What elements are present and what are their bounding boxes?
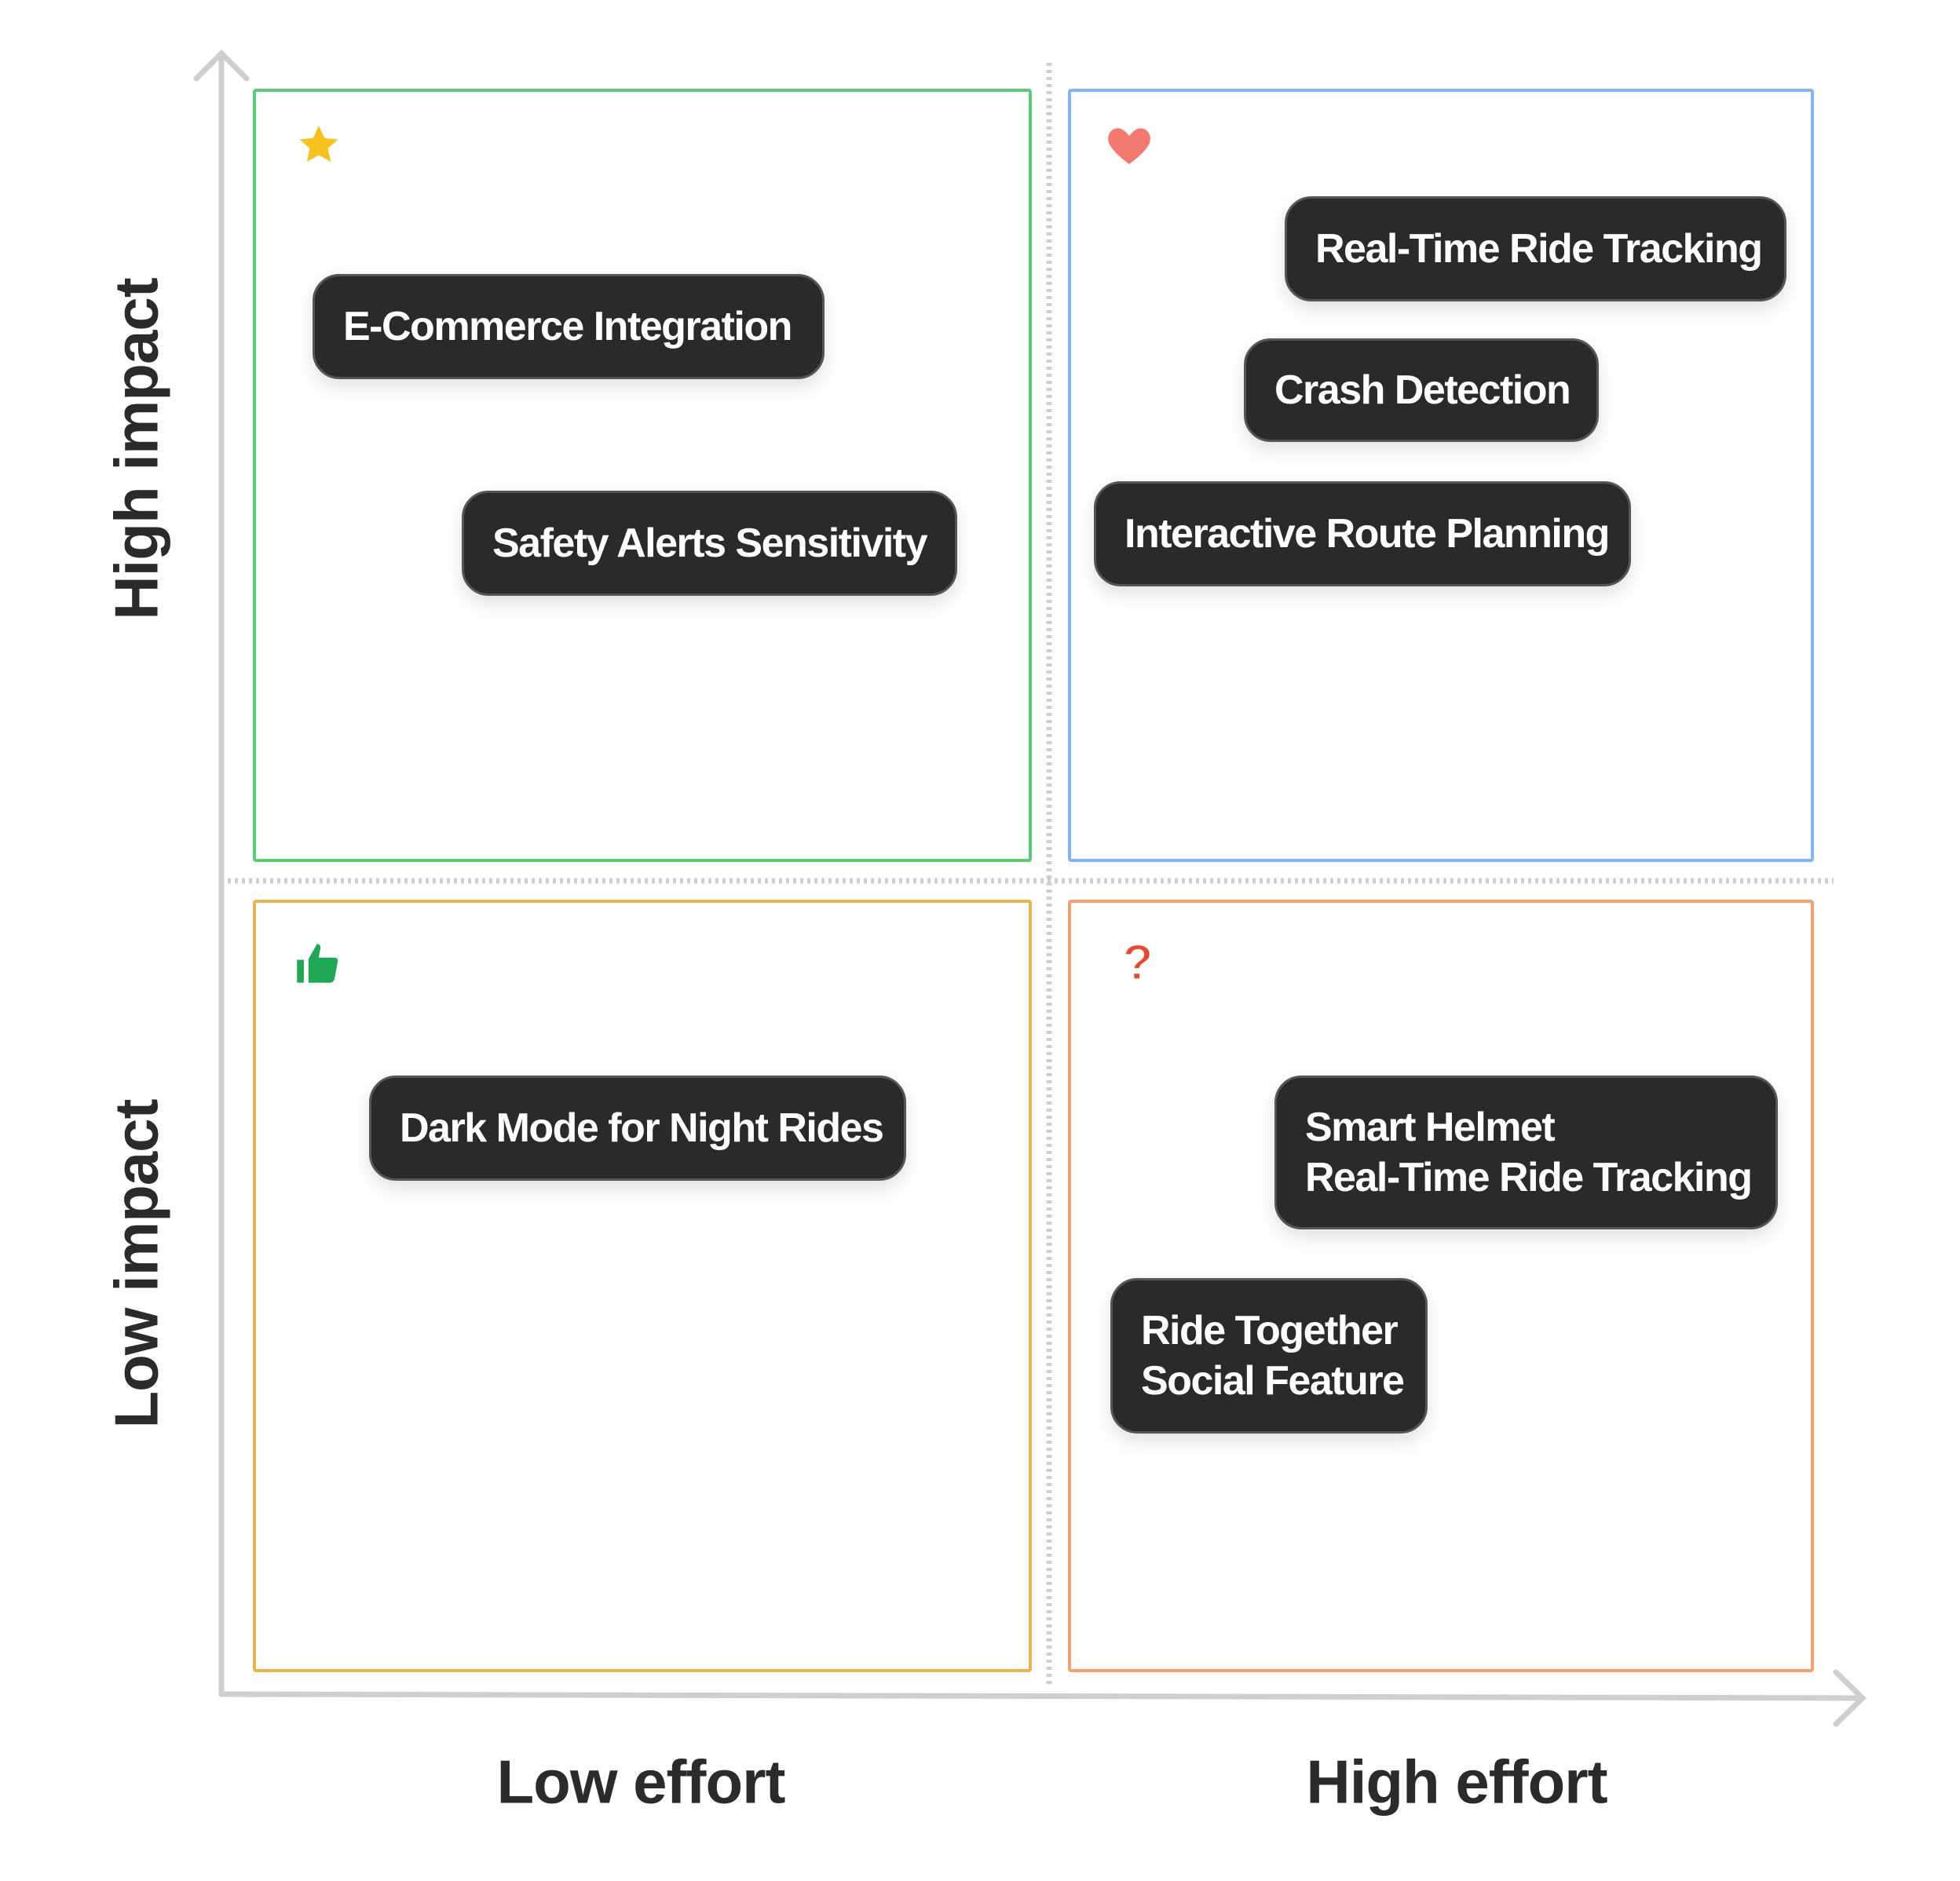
item-dark-mode-night-rides[interactable]: Dark Mode for Night Rides — [369, 1076, 906, 1181]
x-label-high-effort: High effort — [1306, 1747, 1607, 1817]
item-crash-detection[interactable]: Crash Detection — [1244, 338, 1599, 442]
item-label-line-1: Smart Helmet — [1305, 1105, 1556, 1150]
item-smart-helmet-tracking[interactable]: Smart Helmet Real-Time Ride Tracking — [1274, 1076, 1778, 1229]
y-axis — [193, 49, 250, 1697]
heart-icon — [1105, 125, 1154, 168]
item-real-time-ride-tracking[interactable]: Real-Time Ride Tracking — [1285, 196, 1786, 301]
x-axis — [218, 1669, 1867, 1727]
item-label: Interactive Route Planning — [1124, 511, 1610, 557]
item-label: E-Commerce Integration — [343, 304, 792, 349]
quadrant-high-impact-low-effort — [253, 89, 1032, 862]
item-label: Dark Mode for Night Rides — [400, 1105, 884, 1151]
item-ride-together-social[interactable]: Ride Together Social Feature — [1110, 1278, 1428, 1434]
item-label: Safety Alerts Sensitivity — [492, 520, 928, 566]
item-safety-alerts-sensitivity[interactable]: Safety Alerts Sensitivity — [462, 491, 957, 596]
x-label-low-effort: Low effort — [496, 1747, 786, 1817]
svg-text:?: ? — [1122, 933, 1153, 988]
item-label-line-2: Social Feature — [1141, 1358, 1405, 1404]
x-axis-arrow-icon — [1833, 1669, 1867, 1727]
item-label: Real-Time Ride Tracking — [1315, 226, 1763, 272]
item-e-commerce-integration[interactable]: E-Commerce Integration — [313, 274, 825, 379]
thumbs-up-icon — [294, 941, 341, 985]
question-icon: ? — [1121, 933, 1154, 988]
star-icon — [294, 121, 343, 166]
item-label-line-1: Ride Together — [1141, 1308, 1399, 1353]
item-label: Crash Detection — [1274, 367, 1571, 413]
item-interactive-route-planning[interactable]: Interactive Route Planning — [1094, 481, 1631, 586]
y-axis-arrow-icon — [193, 49, 250, 82]
quadrant-high-impact-high-effort — [1068, 89, 1814, 862]
quadrant-low-impact-low-effort — [253, 900, 1032, 1672]
y-label-low-impact: Low impact — [101, 1099, 171, 1429]
y-label-high-impact: High impact — [101, 278, 171, 620]
item-label-line-2: Real-Time Ride Tracking — [1305, 1155, 1753, 1200]
quadrant-low-impact-high-effort — [1068, 900, 1814, 1672]
